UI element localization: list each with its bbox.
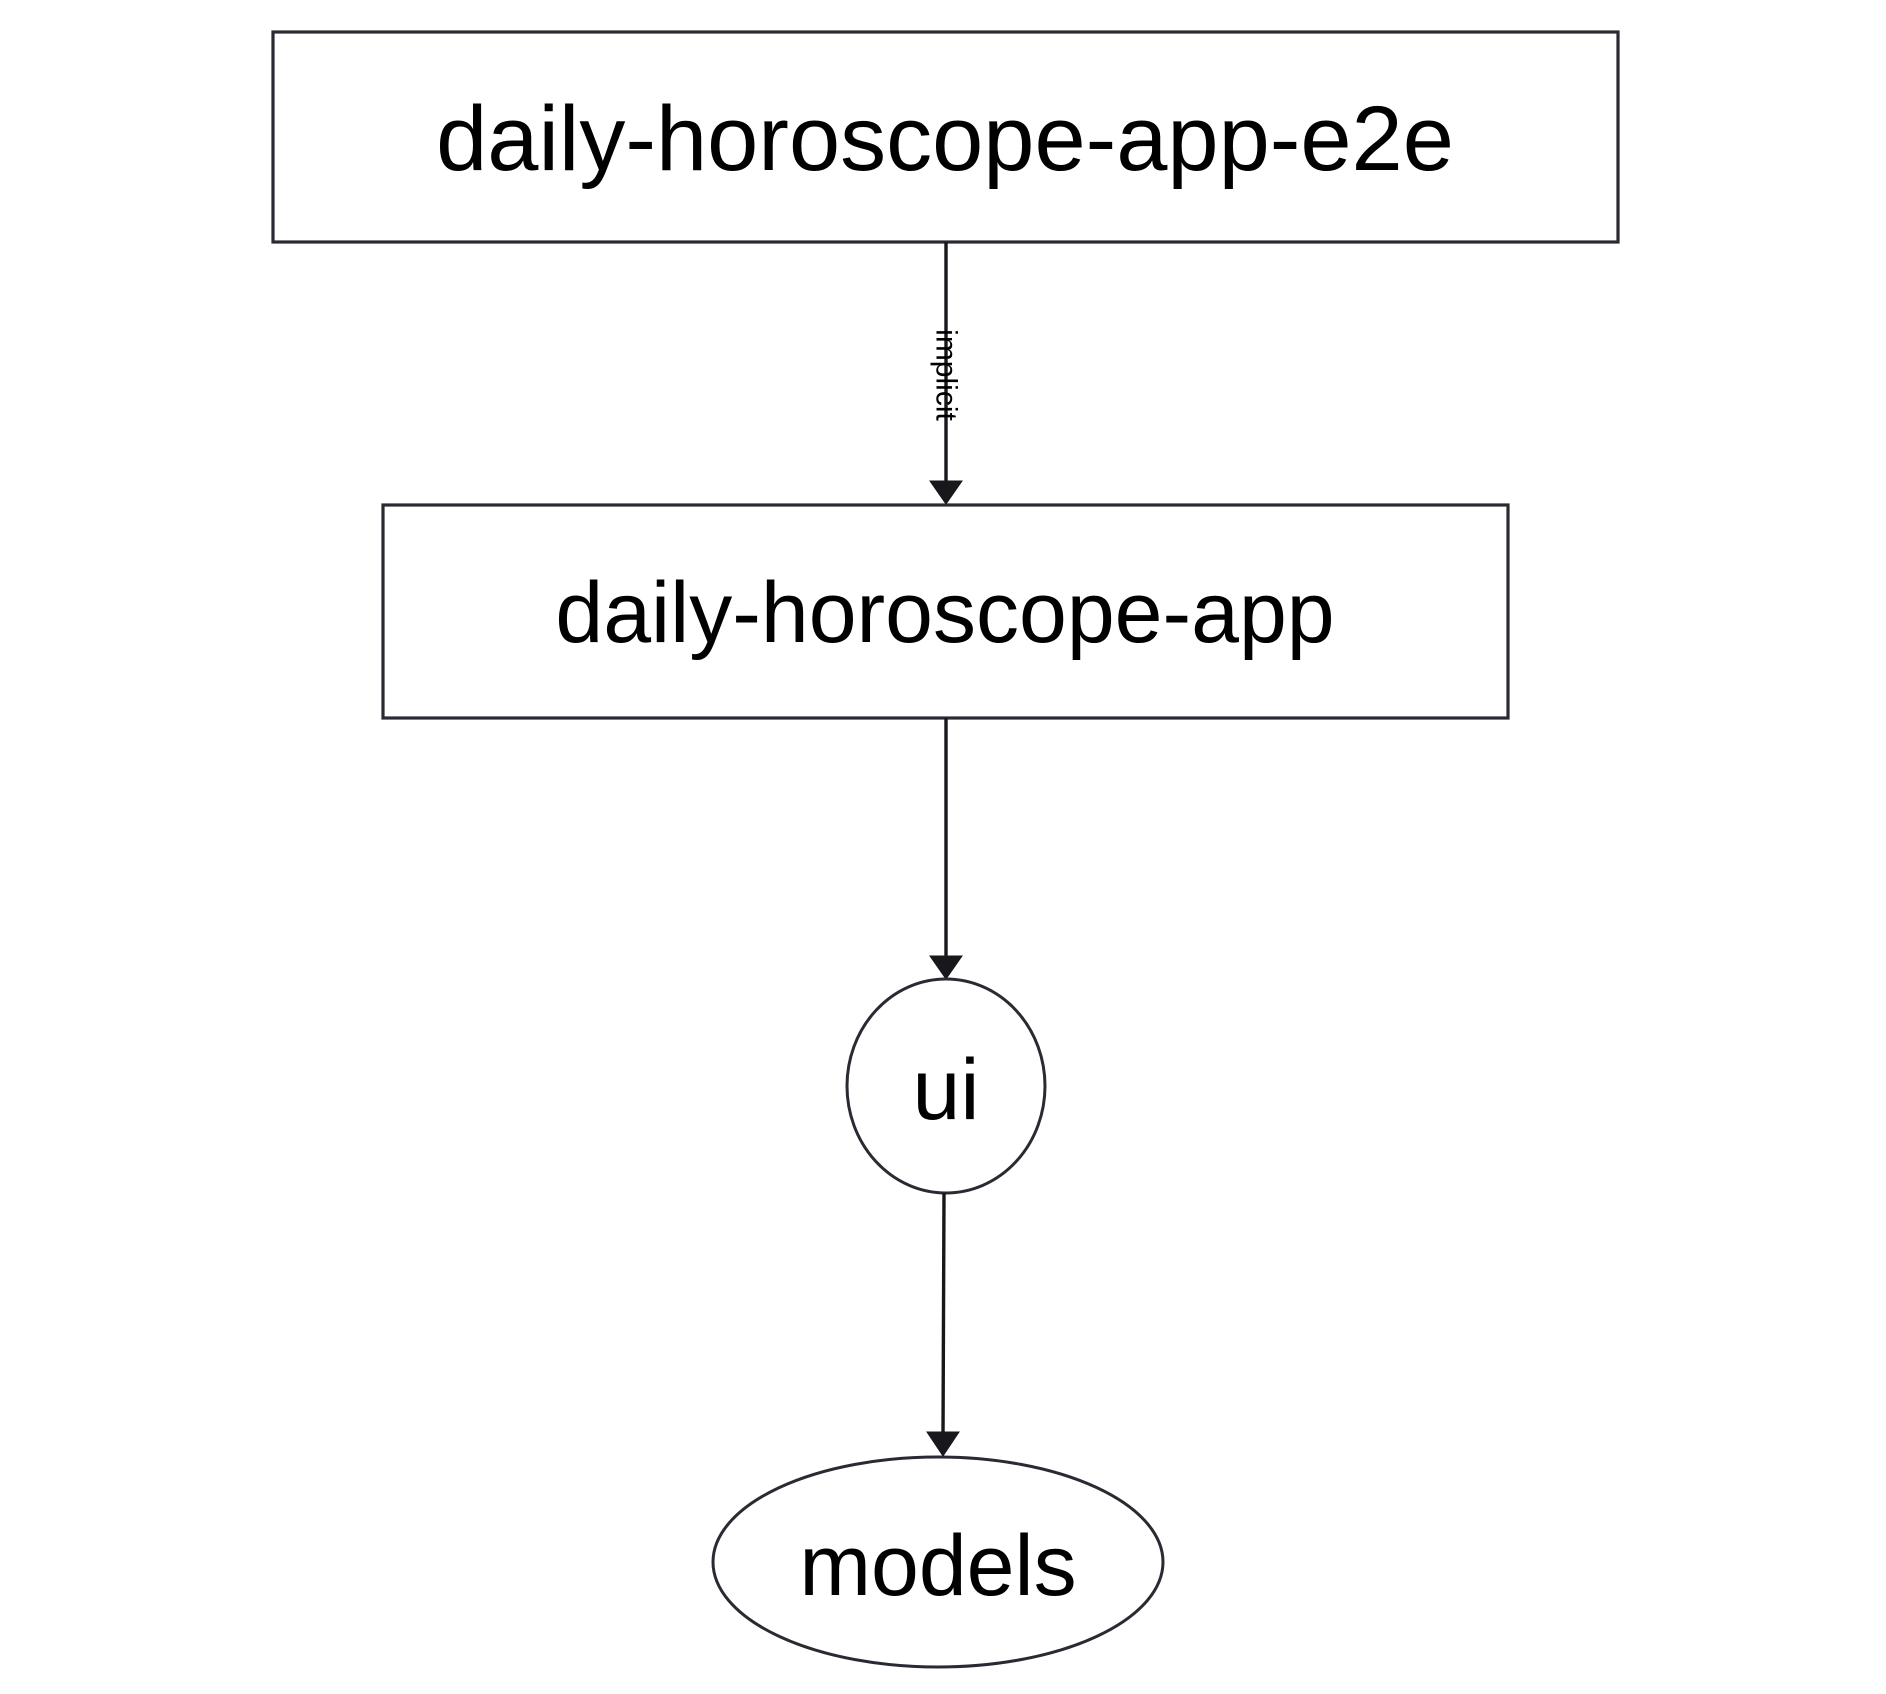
node-ellipse-ui[interactable] [845, 977, 1047, 1195]
node-label-models: models [799, 1518, 1076, 1614]
edge-arrowhead-ui-to-models [926, 1431, 960, 1457]
node-rect-app[interactable] [381, 503, 1510, 720]
graph-edge-app-to-ui[interactable] [929, 718, 963, 980]
graph-node-ui[interactable]: ui [845, 977, 1047, 1195]
edge-arrowhead-app-to-ui [929, 955, 963, 980]
node-label-app: daily-horoscope-app [555, 565, 1334, 661]
edge-label-implicit: implicit [930, 329, 963, 421]
node-label-e2e: daily-horoscope-app-e2e [436, 88, 1454, 190]
edge-line-ui-to-models [941, 1192, 946, 1439]
node-ellipse-models[interactable] [711, 1455, 1165, 1669]
node-label-ui: ui [913, 1042, 980, 1138]
edge-arrowhead-e2e-to-app [929, 480, 963, 505]
node-rect-e2e[interactable] [271, 30, 1620, 244]
graph-node-daily-horoscope-app[interactable]: daily-horoscope-app [381, 503, 1510, 720]
graph-node-daily-horoscope-app-e2e[interactable]: daily-horoscope-app-e2e [271, 30, 1620, 244]
graph-edge-e2e-to-app[interactable]: implicit [929, 242, 963, 505]
graph-edge-ui-to-models[interactable] [926, 1192, 960, 1457]
graph-node-models[interactable]: models [711, 1455, 1165, 1669]
